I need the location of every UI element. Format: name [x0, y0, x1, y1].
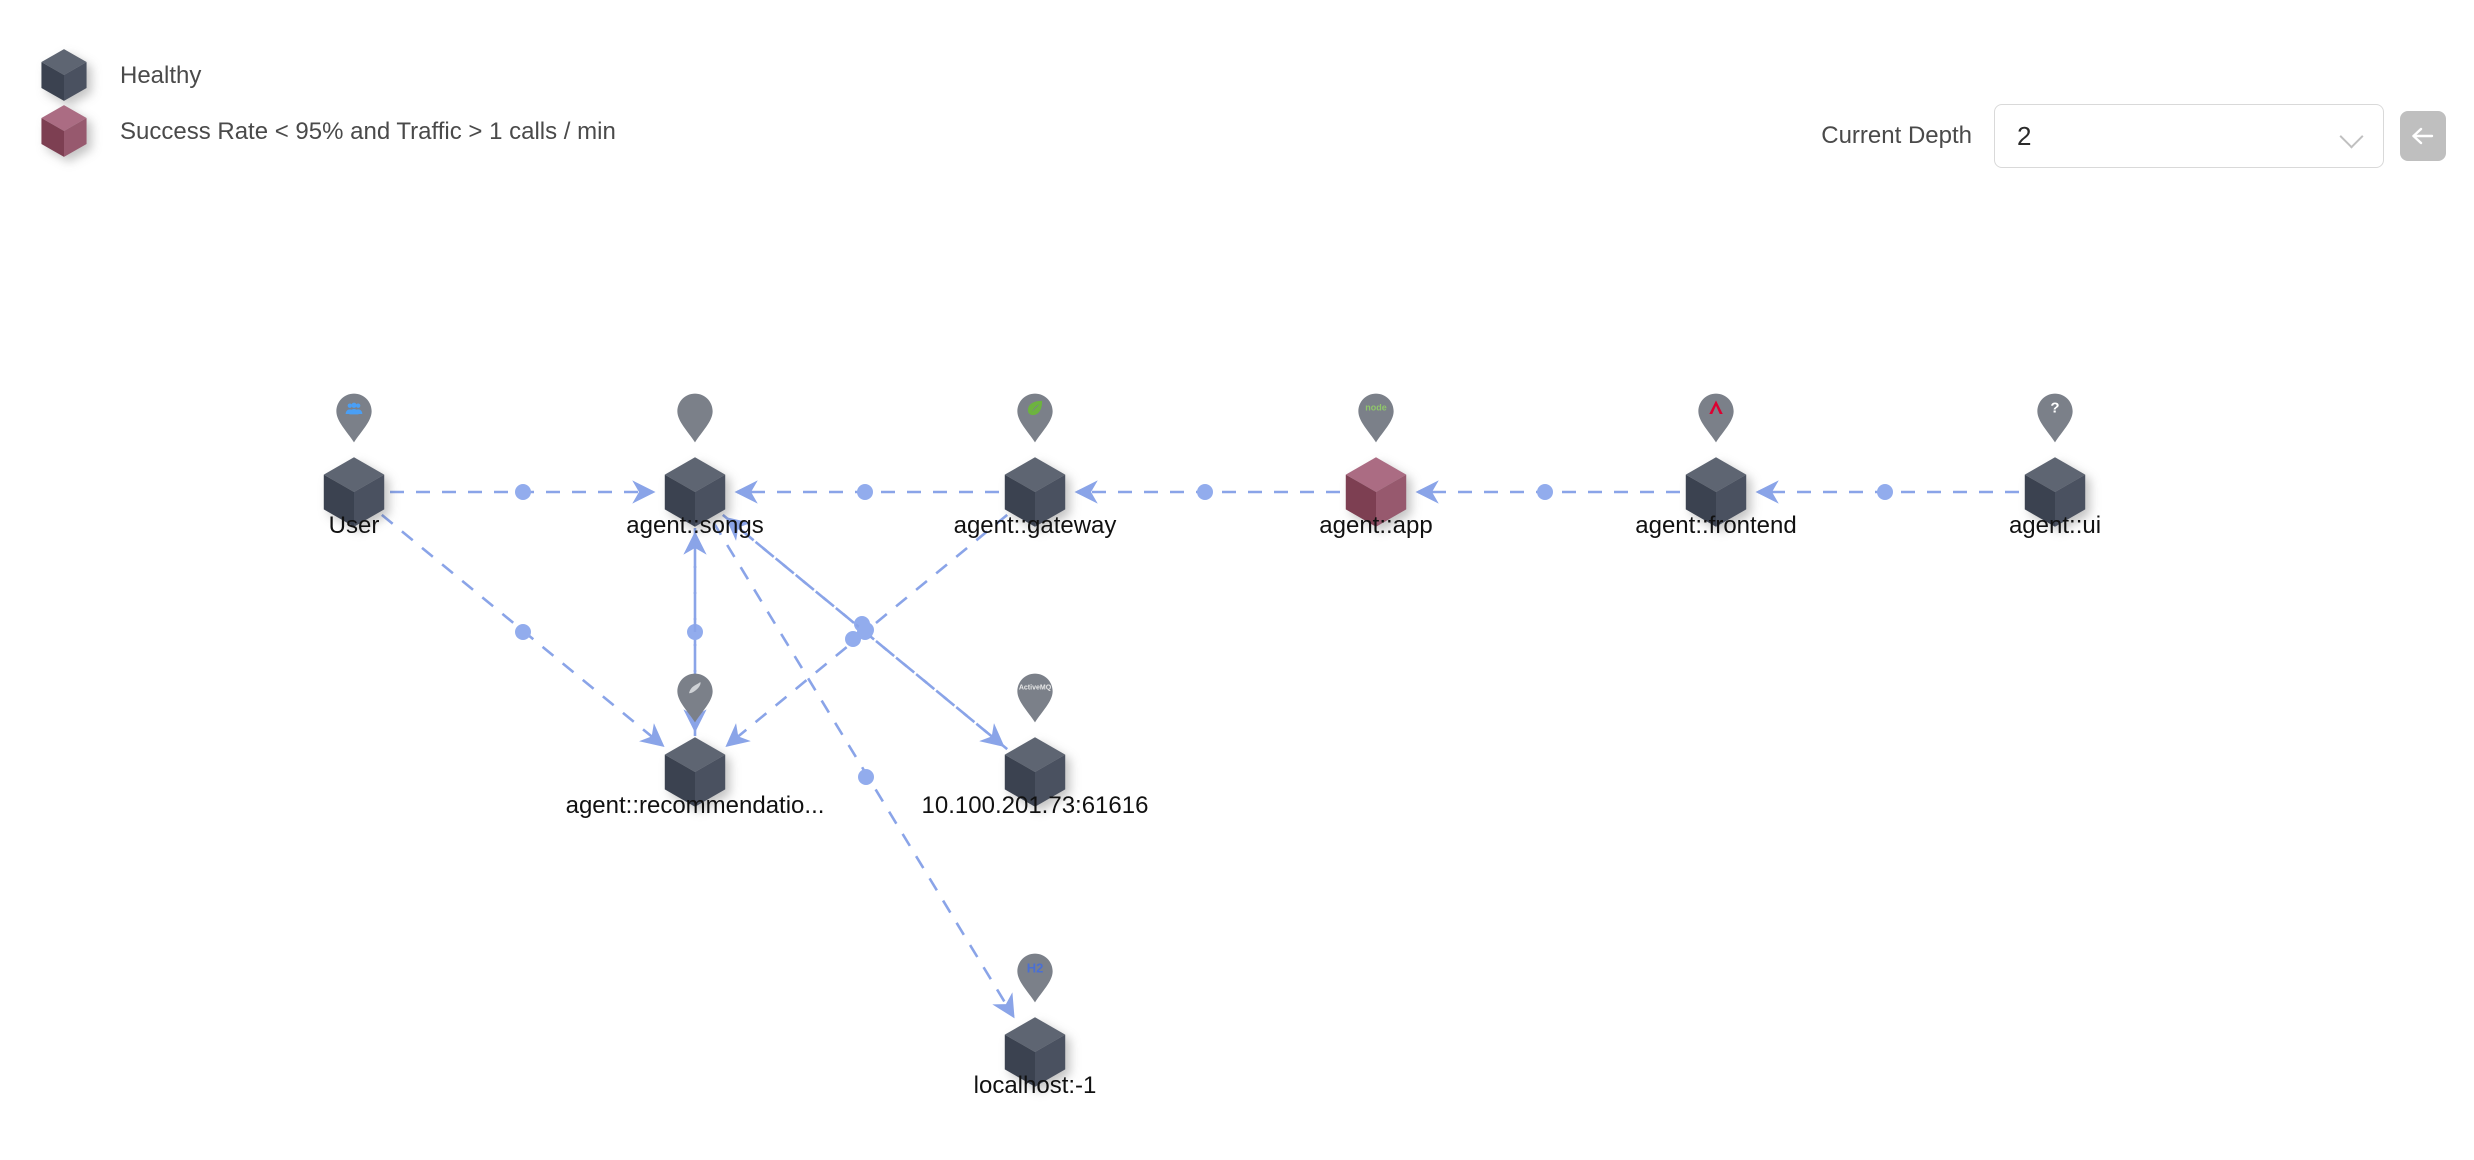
graph-edge-user-to-recs[interactable] — [380, 513, 665, 747]
edge-traffic-dot — [858, 769, 874, 785]
arrow-left-icon — [2412, 127, 2434, 145]
node-pin-gateway — [1016, 392, 1054, 444]
node-pin-h2: H2 — [1016, 952, 1054, 1004]
graph-node-user[interactable]: User — [319, 393, 389, 538]
node-pin-songs — [676, 392, 714, 444]
cube-healthy-icon — [664, 737, 726, 807]
graph-node-h2[interactable]: H2 localhost:-1 — [974, 953, 1096, 1098]
edge-traffic-dot — [515, 624, 531, 640]
edge-traffic-dot — [1537, 484, 1553, 500]
legend-label: Success Rate < 95% and Traffic > 1 calls… — [120, 118, 616, 145]
cube-healthy-icon — [1004, 1017, 1066, 1087]
graph-node-songs[interactable]: agent::songs — [626, 393, 764, 538]
pin-glyph-ui: ? — [2050, 399, 2060, 417]
cube-healthy-icon — [1685, 457, 1747, 527]
edge-traffic-dot — [515, 484, 531, 500]
edge-traffic-dot — [845, 631, 861, 647]
node-label-recs: agent::recommendatio... — [565, 792, 825, 819]
node-cube-songs[interactable] — [662, 456, 728, 528]
node-cube-frontend[interactable] — [1683, 456, 1749, 528]
pin-glyph-h2: H2 — [1026, 960, 1044, 976]
node-label-app: agent::app — [1319, 512, 1433, 539]
graph-node-recs[interactable]: agent::recommendatio... — [566, 673, 824, 818]
spring-leaf-icon — [1027, 400, 1043, 416]
legend-cube-healthy-icon — [40, 48, 92, 104]
flask-python-icon — [689, 682, 701, 694]
pin-glyph-mq: ActiveMQ — [1018, 684, 1052, 692]
depth-select[interactable]: 2 — [1994, 104, 2384, 168]
legend-item-healthy: Healthy — [40, 48, 616, 104]
flask-python-icon — [677, 673, 713, 723]
edge-traffic-dot — [1197, 484, 1213, 500]
node-label-ui: agent::ui — [2008, 512, 2102, 539]
graph-edge-gateway-to-recs[interactable] — [725, 513, 1009, 747]
users-group-icon — [336, 393, 372, 443]
legend-label: Healthy — [120, 62, 202, 89]
edge-traffic-dot — [857, 484, 873, 500]
cube-healthy-icon — [664, 457, 726, 527]
current-depth-label: Current Depth — [1821, 122, 1972, 149]
edge-traffic-dot — [1877, 484, 1893, 500]
legend-cube-unhealthy-icon — [40, 104, 92, 160]
users-group-icon — [345, 402, 363, 415]
edge-traffic-dot — [858, 622, 874, 638]
cube-healthy-icon — [323, 457, 385, 527]
node-cube-ui[interactable] — [2022, 456, 2088, 528]
activemq-icon — [1017, 673, 1053, 723]
depth-control: Current Depth 2 — [1821, 104, 2446, 168]
blank-pin-icon — [677, 393, 713, 443]
node-label-mq: 10.100.201.73:61616 — [921, 792, 1149, 819]
graph-edge-mq-to-songs[interactable] — [725, 517, 1009, 751]
question-mark-icon — [2037, 393, 2073, 443]
depth-select-value: 2 — [2017, 121, 2032, 151]
cube-healthy-icon — [1004, 457, 1066, 527]
nodejs-icon — [1358, 393, 1394, 443]
node-label-gateway: agent::gateway — [953, 512, 1117, 539]
graph-node-frontend[interactable]: agent::frontend — [1635, 393, 1797, 538]
graph-edge-songs-to-mq[interactable] — [721, 513, 1005, 747]
cube-healthy-icon — [41, 49, 87, 101]
node-label-songs: agent::songs — [626, 512, 764, 539]
graph-node-mq[interactable]: ActiveMQ 10.100.201.73:61616 — [922, 673, 1148, 818]
angular-icon — [1698, 393, 1734, 443]
cube-unhealthy-icon — [1345, 457, 1407, 527]
back-button[interactable] — [2400, 111, 2446, 161]
node-cube-mq[interactable] — [1002, 736, 1068, 808]
spring-leaf-icon — [1017, 393, 1053, 443]
graph-node-ui[interactable]: ?agent::ui — [2009, 393, 2101, 538]
cube-healthy-icon — [2024, 457, 2086, 527]
node-cube-recs[interactable] — [662, 736, 728, 808]
node-cube-h2[interactable] — [1002, 1016, 1068, 1088]
cube-unhealthy-icon — [41, 105, 87, 157]
cube-healthy-icon — [1004, 737, 1066, 807]
node-cube-gateway[interactable] — [1002, 456, 1068, 528]
node-pin-frontend — [1697, 392, 1735, 444]
node-pin-mq: ActiveMQ — [1016, 672, 1054, 724]
angular-icon — [1709, 400, 1723, 414]
legend-item-unhealthy: Success Rate < 95% and Traffic > 1 calls… — [40, 104, 616, 160]
node-cube-app[interactable] — [1343, 456, 1409, 528]
node-pin-ui: ? — [2036, 392, 2074, 444]
node-pin-recs — [676, 672, 714, 724]
graph-node-gateway[interactable]: agent::gateway — [954, 393, 1116, 538]
pin-glyph-app: node — [1365, 402, 1387, 413]
node-label-user: User — [328, 512, 380, 539]
node-label-frontend: agent::frontend — [1635, 512, 1797, 539]
h2-database-icon — [1017, 953, 1053, 1003]
node-label-h2: localhost:-1 — [973, 1072, 1097, 1099]
node-pin-app: node — [1357, 392, 1395, 444]
node-cube-user[interactable] — [321, 456, 387, 528]
node-pin-user — [335, 392, 373, 444]
